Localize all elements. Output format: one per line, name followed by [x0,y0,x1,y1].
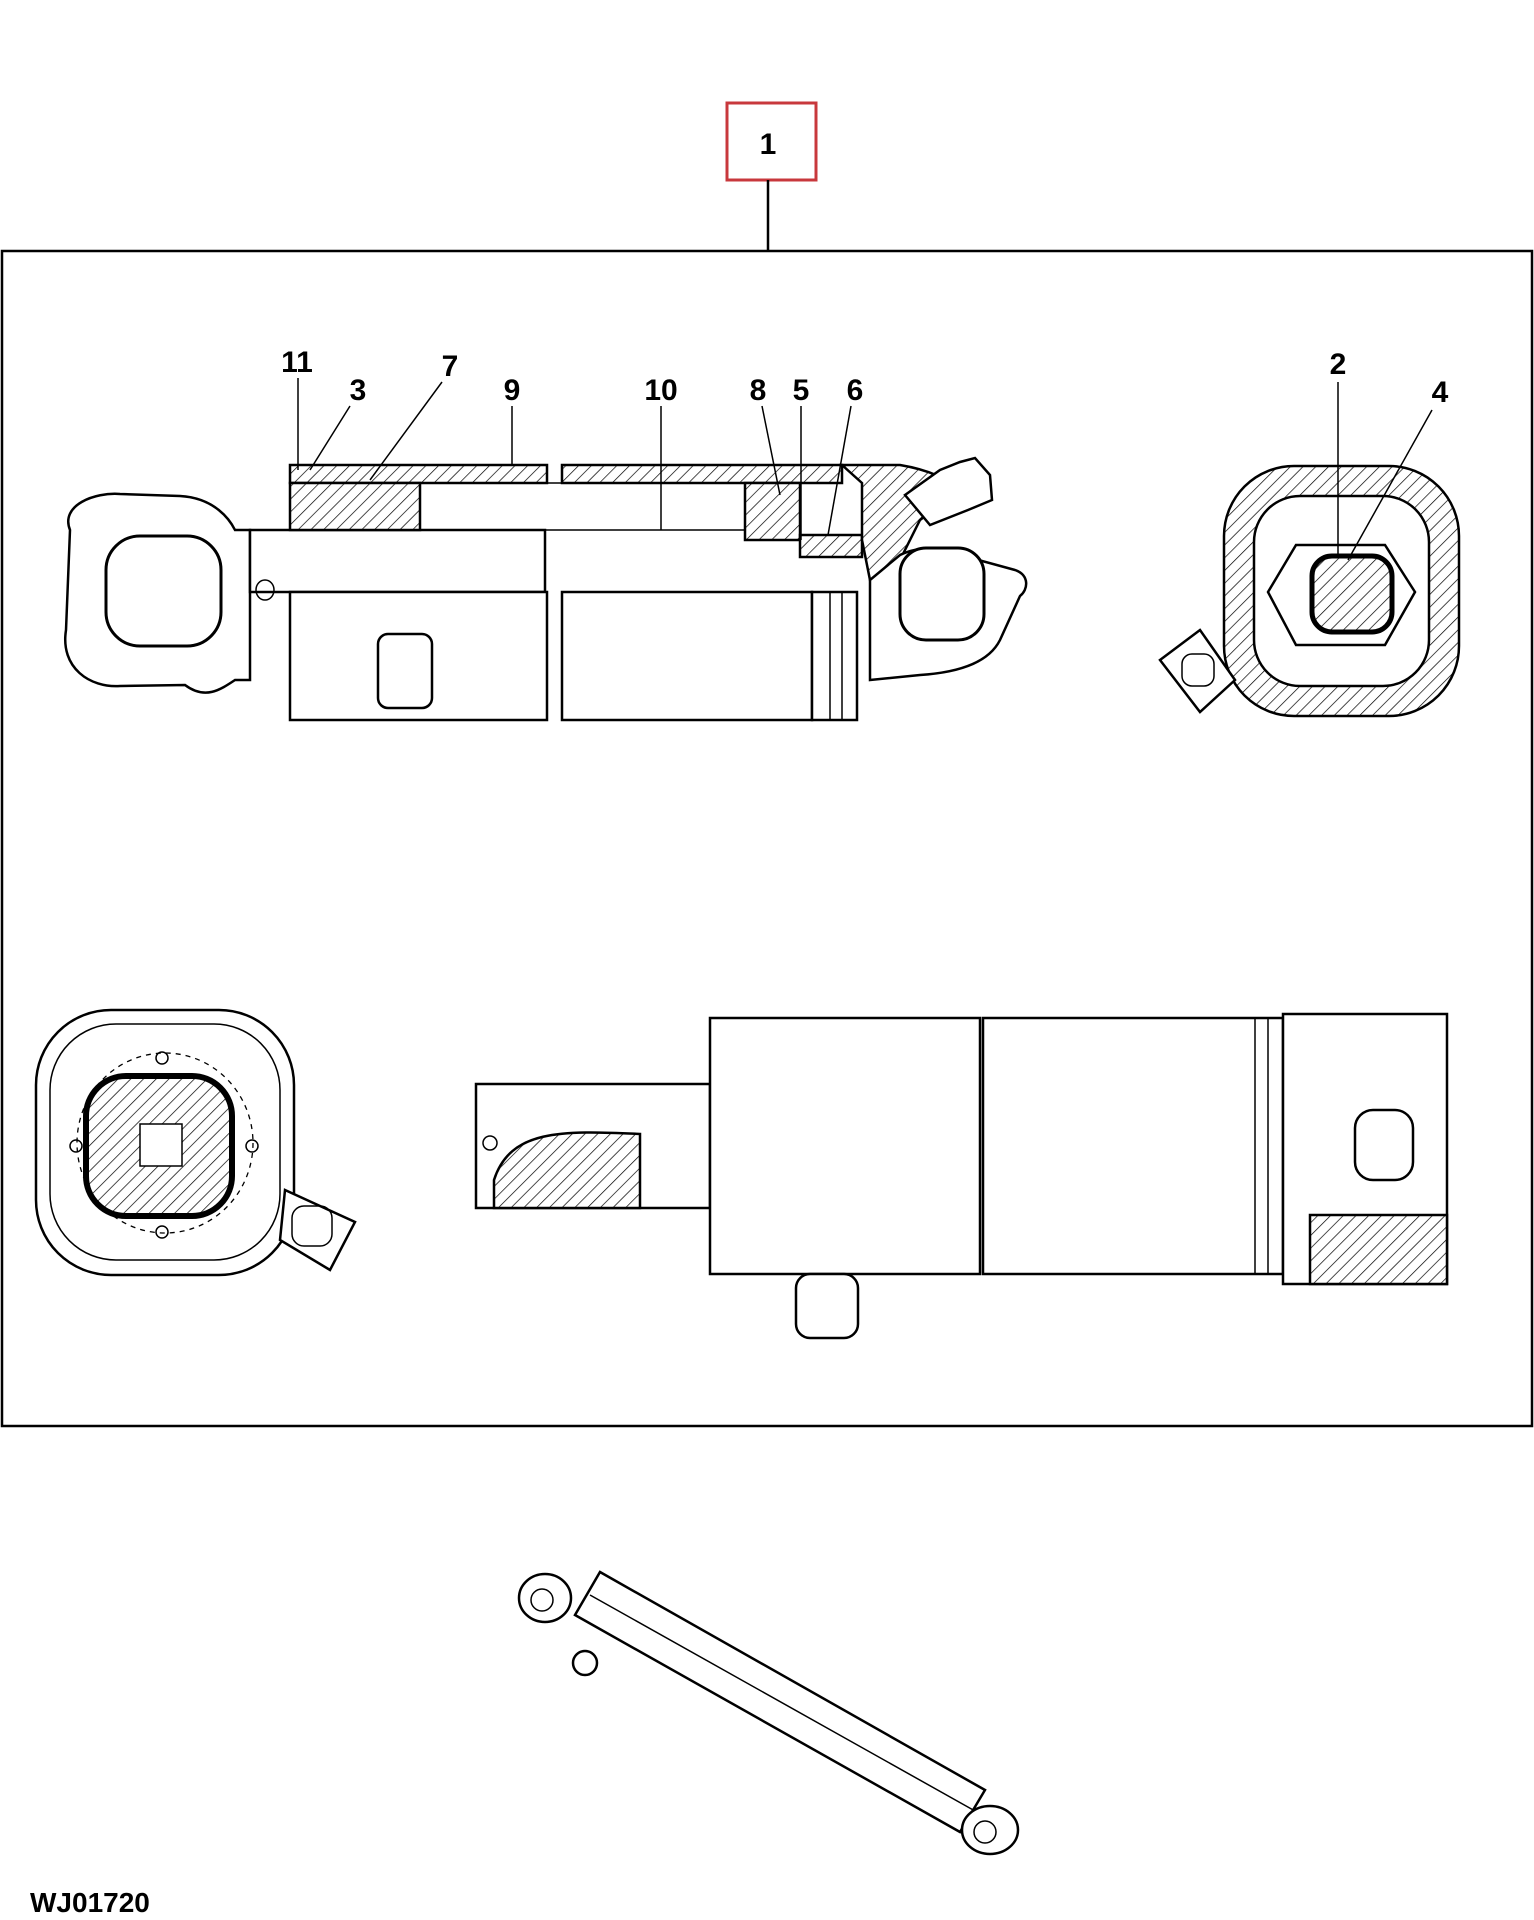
callout-6-leader [827,405,852,536]
end-section-rod [1309,553,1395,635]
exterior-barrel-left [708,1016,982,1276]
iso-barrel-line [589,1594,976,1812]
barrel-base-port [376,632,434,710]
callout-4-leader [1347,409,1433,561]
figure-id: WJ01720 [30,1887,150,1918]
barrel-end-ring [810,590,859,722]
iso-port [571,1649,599,1677]
rod-end-port-bore [291,1205,333,1247]
exterior-base-port [794,1272,860,1340]
rod-end-center [139,1123,183,1167]
end-section-view: 2 4 [1158,348,1461,718]
iso-eye-bottom [960,1804,1020,1856]
callout-3-leader [309,405,351,471]
callout-11[interactable]: 11 [281,346,313,379]
exterior-grease-nipple [482,1135,498,1151]
end-section-lug [1158,628,1237,714]
exterior-barrel-right [981,1016,1285,1276]
exterior-view [474,1012,1449,1340]
callout-3[interactable]: 3 [350,374,367,407]
main-callout[interactable]: 1 [725,101,818,250]
main-callout-highlight-box [725,101,818,182]
callout-7-leader [369,381,443,481]
bolt-circle [76,1052,254,1234]
isometric-view [517,1570,1020,1856]
callout-8-leader [761,405,781,496]
detail-frame [0,249,1534,1428]
section-view [63,456,1028,722]
exterior-head-section [1308,1213,1449,1286]
callout-7[interactable]: 7 [442,350,459,383]
piston-rod [248,528,547,594]
end-section-lug-bore [1181,653,1215,687]
barrel-lower-right [560,590,814,722]
callout-9[interactable]: 9 [504,374,521,407]
callout-8[interactable]: 8 [750,374,767,407]
callout-4[interactable]: 4 [1432,376,1449,409]
piston [743,481,802,542]
barrel-upper-wall-left [288,463,549,485]
callout-2[interactable]: 2 [1330,348,1347,381]
iso-eye-top-bore [530,1588,554,1612]
callout-10[interactable]: 10 [644,374,677,407]
section-callouts: 11 3 7 9 10 8 5 6 [281,346,863,540]
barrel-upper-wall-right [560,463,844,485]
callout-6[interactable]: 6 [847,374,864,407]
hydraulic-fitting [903,456,994,527]
bolt-hole-left [69,1139,83,1153]
gland [288,481,422,532]
bolt-hole-top [155,1051,169,1065]
exterior-head-port [1353,1108,1415,1182]
rod-end-flange [49,1023,281,1261]
head-lug-bore [898,546,986,642]
main-callout-label: 1 [760,128,777,161]
iso-eye-top [517,1572,573,1624]
rod-end-port [278,1188,357,1272]
rod-end-view [34,1008,357,1277]
callout-5[interactable]: 5 [793,374,810,407]
iso-eye-bottom-bore [973,1820,997,1844]
piston-nut [798,533,864,559]
rod-grease-hole [255,579,275,601]
exterior-rod-end-cutout [492,1131,642,1210]
rod-eye-bore [104,534,223,648]
bolt-hole-right [245,1139,259,1153]
bolt-hole-bottom [155,1225,169,1239]
